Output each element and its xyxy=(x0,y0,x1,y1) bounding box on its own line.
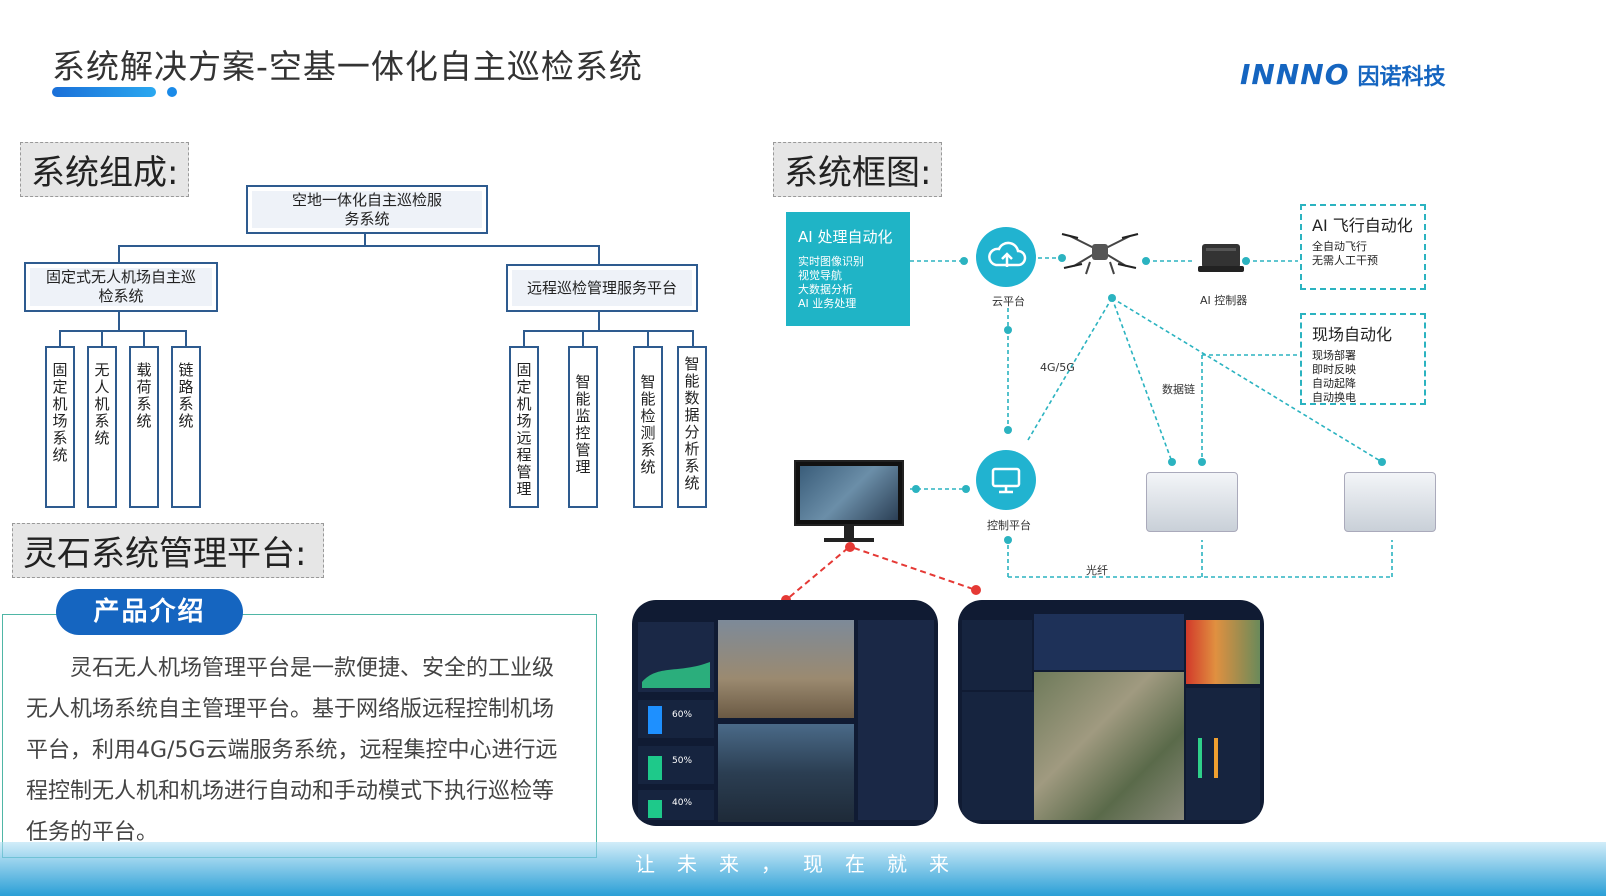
tree-connector xyxy=(118,245,600,247)
link-datalink-label: 数据链 xyxy=(1162,383,1195,396)
data-table-panel xyxy=(858,620,934,820)
battery-pct: 50% xyxy=(672,756,693,766)
ai-flight-item: 无需人工干预 xyxy=(1312,254,1378,267)
tree-leaf: 智能检测系统 xyxy=(633,346,663,508)
tree-connector xyxy=(59,330,61,346)
section-composition: 系统组成: xyxy=(20,142,190,197)
tree-connector xyxy=(118,312,120,331)
battery-pct: 40% xyxy=(672,798,693,808)
ai-flight-box: AI 飞行自动化 全自动飞行 无需人工干预 xyxy=(1300,204,1426,290)
ai-processing-item: 大数据分析 xyxy=(798,283,853,296)
platform-screenshot-right xyxy=(958,600,1264,824)
ai-processing-item: 实时图像识别 xyxy=(798,255,864,268)
tree-right-branch-label: 远程巡检管理服务平台 xyxy=(526,278,677,297)
ai-processing-item: 视觉导航 xyxy=(798,269,842,282)
battery-row: 40% xyxy=(638,790,714,820)
ai-processing-title: AI 处理自动化 xyxy=(798,228,893,246)
intro-text: 灵石无人机场管理平台是一款便捷、安全的工业级无人机场系统自主管理平台。基于网络版… xyxy=(26,656,558,845)
tree-right-branch: 远程巡检管理服务平台 xyxy=(506,264,698,312)
section-platform: 灵石系统管理平台: xyxy=(12,523,324,578)
tree-leaf-label: 智能数据分析系统 xyxy=(682,356,701,492)
logo-en: INNNO xyxy=(1240,58,1350,91)
onsite-item: 现场部署 xyxy=(1312,349,1356,362)
tree-connector xyxy=(364,234,366,246)
battery-pct: 60% xyxy=(672,710,693,720)
menu-panel xyxy=(962,620,1032,690)
tree-leaf: 载荷系统 xyxy=(129,346,159,508)
monitor-icon xyxy=(976,450,1036,510)
ai-flight-item: 全自动飞行 xyxy=(1312,240,1367,253)
ai-controller-icon xyxy=(1196,240,1246,280)
tree-root: 空地一体化自主巡检服务系统 xyxy=(246,185,488,234)
tree-connector xyxy=(598,312,600,331)
tree-connector xyxy=(523,330,525,346)
tree-leaf-label: 无人机系统 xyxy=(92,362,111,447)
airport-hangar-2 xyxy=(1344,472,1438,536)
footer-wave xyxy=(0,842,1606,896)
tree-root-label: 空地一体化自主巡检服务系统 xyxy=(292,190,443,228)
status-panel xyxy=(1034,614,1184,670)
ai-controller-label: AI 控制器 xyxy=(1200,294,1248,307)
satellite-map xyxy=(1034,672,1184,820)
tree-connector xyxy=(59,330,186,332)
tree-connector xyxy=(143,330,145,346)
control-platform-label: 控制平台 xyxy=(987,519,1031,532)
camera-feed-outdoor xyxy=(718,620,854,718)
tree-connector xyxy=(185,330,187,346)
tree-leaf: 固定机场系统 xyxy=(45,346,75,508)
onsite-title: 现场自动化 xyxy=(1312,325,1393,344)
logo-cn: 因诺科技 xyxy=(1357,65,1446,90)
ai-processing-box: AI 处理自动化 实时图像识别 视觉导航 大数据分析 AI 业务处理 xyxy=(786,212,910,326)
title-underline-bar xyxy=(52,87,156,97)
framework-connectors xyxy=(910,254,1393,578)
tree-leaf-label: 固定机场系统 xyxy=(50,362,69,464)
tree-leaf: 智能数据分析系统 xyxy=(677,346,707,508)
section-framework: 系统框图: xyxy=(773,142,943,197)
tree-left-branch-label: 固定式无人机场自主巡检系统 xyxy=(45,268,196,305)
tree-leaf: 智能监控管理 xyxy=(568,346,598,508)
tree-left-branch: 固定式无人机场自主巡检系统 xyxy=(24,262,218,312)
tree-leaf-label: 固定机场远程管理 xyxy=(514,362,533,498)
ai-processing-item: AI 业务处理 xyxy=(798,297,857,310)
onsite-item: 即时反映 xyxy=(1312,363,1356,376)
tree-leaf-label: 智能检测系统 xyxy=(638,374,657,476)
tree-connector xyxy=(523,330,693,332)
thermal-feed xyxy=(1186,620,1260,684)
mission-list xyxy=(962,692,1034,820)
onsite-item: 自动换电 xyxy=(1312,391,1356,404)
cloud-label: 云平台 xyxy=(992,295,1025,308)
tree-connector xyxy=(582,330,584,346)
footer-slogan: 让未来，现在就来 xyxy=(635,852,971,876)
tree-connector xyxy=(647,330,649,346)
tree-leaf: 固定机场远程管理 xyxy=(509,346,539,508)
tree-connector xyxy=(101,330,103,346)
tree-connector xyxy=(692,330,694,346)
weather-panel xyxy=(638,622,714,692)
platform-screenshot-left: 60% 50% 40% xyxy=(632,600,938,826)
tree-leaf: 无人机系统 xyxy=(87,346,117,508)
link-4g5g-label: 4G/5G xyxy=(1040,361,1075,374)
drone-icon xyxy=(1060,222,1140,286)
onsite-box: 现场自动化 现场部署 即时反映 自动起降 自动换电 xyxy=(1300,313,1426,405)
tree-connector xyxy=(598,245,600,264)
tree-leaf-label: 智能监控管理 xyxy=(573,374,592,476)
desktop-monitor-image xyxy=(794,460,904,548)
cloud-icon xyxy=(976,227,1036,287)
battery-row: 60% xyxy=(638,700,714,738)
battery-row: 50% xyxy=(638,746,714,784)
title-underline-dot xyxy=(167,87,177,97)
tree-leaf-label: 载荷系统 xyxy=(134,362,153,430)
ai-flight-title: AI 飞行自动化 xyxy=(1312,216,1413,235)
fiber-label: 光纤 xyxy=(1086,564,1108,577)
onsite-item: 自动起降 xyxy=(1312,377,1356,390)
tree-leaf: 链路系统 xyxy=(171,346,201,508)
camera-feed-indoor xyxy=(718,724,854,822)
airport-hangar-1 xyxy=(1146,472,1240,536)
page-title: 系统解决方案-空基一体化自主巡检系统 xyxy=(52,47,643,86)
company-logo: INNNO 因诺科技 xyxy=(1240,58,1446,91)
tree-connector xyxy=(118,245,120,263)
control-panel xyxy=(1186,688,1260,820)
product-intro-pill: 产品介绍 xyxy=(56,589,243,635)
tree-leaf-label: 链路系统 xyxy=(176,362,195,430)
